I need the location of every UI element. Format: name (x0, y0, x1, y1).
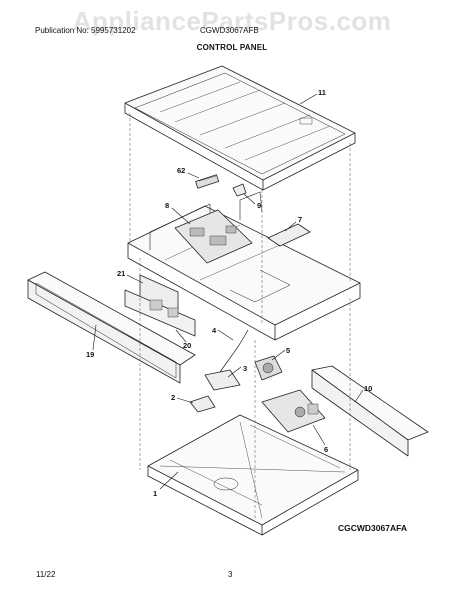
leader-lines (92, 93, 364, 490)
part-5-motor (254, 355, 283, 381)
footer-date: 11/22 (36, 570, 56, 579)
part-1-base (147, 414, 359, 536)
callout-9: 9 (257, 201, 261, 210)
part-4-wire (219, 329, 249, 373)
callout-1: 1 (153, 489, 157, 498)
callout-19: 19 (86, 350, 94, 359)
callout-21: 21 (117, 269, 125, 278)
part-10-rear-cover (311, 365, 429, 457)
callout-11: 11 (318, 88, 326, 97)
part-11-top-panel (124, 65, 356, 191)
callout-6: 6 (324, 445, 328, 454)
part-62-clip (195, 174, 220, 189)
callout-20: 20 (183, 341, 191, 350)
callout-5: 5 (286, 346, 290, 355)
diagram-code: CGCWD3067AFA (338, 523, 407, 533)
callout-7: 7 (298, 215, 302, 224)
callout-4: 4 (212, 326, 217, 335)
page-number: 3 (228, 570, 233, 579)
alignment-lines (129, 113, 351, 520)
publication-number: Publication No: 5995731202 (35, 26, 136, 35)
model-number: CGWD3067AFB (200, 26, 259, 35)
section-title: CONTROL PANEL (196, 43, 268, 52)
callout-2: 2 (171, 393, 175, 402)
part-9-bracket (232, 183, 247, 197)
callout-10: 10 (364, 384, 372, 393)
part-8-control-board (174, 209, 253, 264)
part-2-bracket (189, 395, 216, 413)
callout-8: 8 (165, 201, 169, 210)
callout-62: 62 (177, 166, 185, 175)
part-19-front-panel (27, 271, 196, 384)
callout-3: 3 (243, 364, 247, 373)
part-21-20-bracket (124, 274, 196, 337)
watermark: AppliancePartsPros.com (72, 6, 392, 36)
part-3-spacer (204, 369, 241, 391)
part-6-valve (261, 389, 326, 433)
